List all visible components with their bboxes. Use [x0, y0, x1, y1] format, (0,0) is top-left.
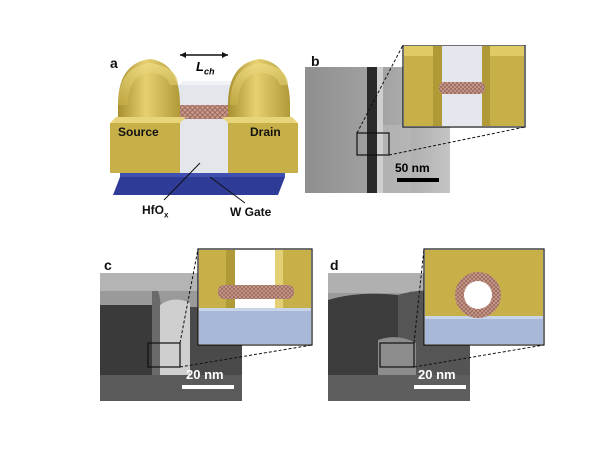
drain-label: Drain [250, 125, 281, 139]
inset-b [402, 45, 526, 128]
zoom-box-c [147, 342, 181, 368]
tem-image-c [100, 248, 313, 401]
scale-bar-d-label: 20 nm [418, 367, 456, 382]
channel-region [178, 85, 230, 173]
panel-b-label: b [311, 53, 320, 69]
panel-b: b [305, 45, 535, 200]
drain-contact [222, 59, 298, 173]
panel-c: c 20 nm [100, 245, 330, 405]
source-label: Source [118, 125, 159, 139]
panel-d-label: d [330, 257, 339, 273]
scale-bar-c-label: 20 nm [186, 367, 224, 382]
inset-d [423, 248, 545, 346]
w-gate-label: W Gate [230, 205, 272, 219]
w-gate-substrate [113, 177, 285, 195]
scale-bar-d [414, 385, 466, 389]
source-contact [110, 59, 186, 173]
device-schematic [110, 52, 298, 204]
tem-image-d [328, 248, 545, 401]
inset-c [197, 248, 313, 346]
zoom-box-b [356, 132, 390, 156]
panel-a-label: a [110, 55, 118, 71]
panel-a: a [100, 45, 300, 225]
hfox-label: HfOx [142, 203, 169, 220]
channel-length-arrow [180, 52, 228, 58]
scale-bar-b [397, 178, 439, 182]
gate-pointer [209, 176, 246, 204]
zoom-box-d [379, 342, 415, 368]
tem-image-b [305, 45, 526, 193]
channel-length-label: Lch [196, 59, 215, 77]
panel-c-label: c [104, 257, 112, 273]
panel-d: d 20 nm [328, 245, 558, 405]
scale-bar-b-label: 50 nm [395, 161, 430, 175]
scale-bar-c [182, 385, 234, 389]
hfox-pointer [163, 162, 201, 201]
